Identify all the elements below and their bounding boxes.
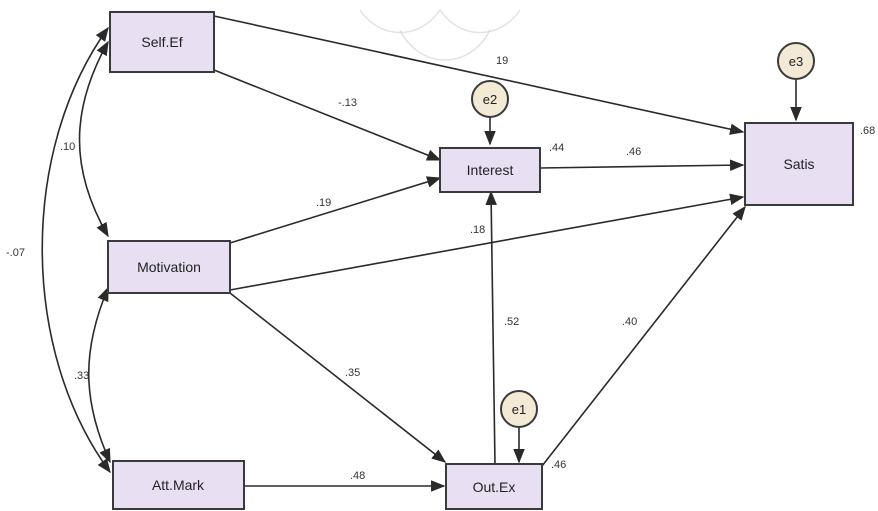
svg-text:Self.Ef: Self.Ef [141, 34, 182, 50]
coef-outex-satis: .40 [622, 316, 637, 328]
svg-text:Att.Mark: Att.Mark [152, 477, 205, 493]
cov-selfef-motivation [78, 40, 109, 238]
coef-selfef-satis: 19 [496, 55, 508, 67]
svg-text:Satis: Satis [783, 156, 814, 172]
node-satis: Satis [744, 122, 854, 206]
coef-cov-selfef-attmark: -.07 [6, 247, 25, 259]
path-motivation-satis [229, 193, 745, 291]
error-e1: e1 [500, 390, 538, 428]
svg-text:Motivation: Motivation [137, 259, 201, 275]
path-outex-interest [485, 190, 497, 466]
path-outex-satis [541, 205, 746, 467]
coef-interest-satis: .46 [626, 146, 641, 158]
cov-selfef-attmark [41, 26, 111, 474]
path-interest-satis [539, 159, 745, 171]
path-selfef-interest [213, 69, 442, 161]
node-self-ef: Self.Ef [109, 11, 215, 73]
coef-selfef-interest: -.13 [338, 97, 357, 109]
coef-motivation-satis: .18 [470, 224, 485, 236]
r2-interest: .44 [549, 142, 564, 154]
coef-attmark-outex: .48 [350, 470, 365, 482]
watermark-emblem [359, 8, 521, 61]
svg-text:Out.Ex: Out.Ex [473, 479, 516, 495]
cov-motivation-attmark [87, 286, 111, 464]
svg-text:Interest: Interest [467, 162, 514, 178]
path-motivation-outex [229, 292, 447, 463]
coef-cov-motivation-attmark: .33 [74, 370, 89, 382]
coef-motivation-outex: .35 [345, 367, 360, 379]
svg-text:e2: e2 [483, 92, 497, 107]
error-e2: e2 [471, 80, 509, 118]
coef-cov-selfef-motivation: .10 [60, 141, 75, 153]
node-att-mark: Att.Mark [112, 460, 245, 510]
coef-motivation-interest: .19 [316, 197, 331, 209]
error-e3: e3 [777, 42, 815, 80]
coef-outex-interest: .52 [504, 316, 519, 328]
r2-satis: .68 [860, 125, 875, 137]
path-selfef-satis [213, 15, 745, 135]
node-interest: Interest [439, 147, 541, 193]
r2-outex: .46 [551, 459, 566, 471]
path-motivation-interest [229, 176, 442, 244]
node-motivation: Motivation [107, 240, 231, 294]
svg-text:e1: e1 [512, 402, 526, 417]
node-out-ex: Out.Ex [445, 463, 543, 510]
svg-text:e3: e3 [789, 54, 803, 69]
